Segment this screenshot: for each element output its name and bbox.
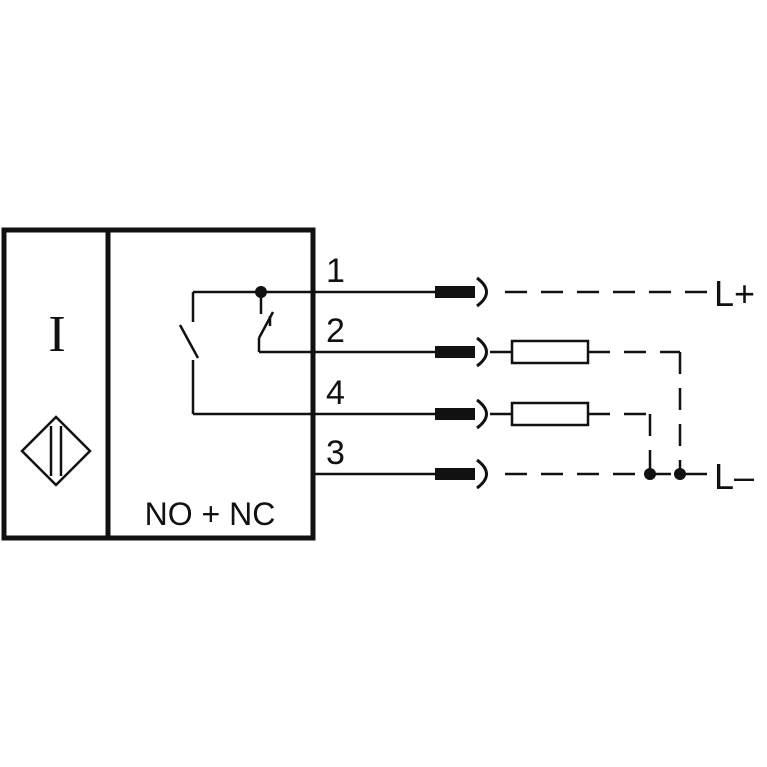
- external-wires: [313, 290, 435, 476]
- junction-dot: [674, 468, 686, 480]
- junction-dot: [255, 286, 267, 298]
- supply-wiring: [505, 290, 708, 476]
- pin-label: 1: [326, 252, 345, 290]
- pin-label: 2: [326, 312, 345, 350]
- load-resistor-2: [510, 339, 590, 365]
- load-resistor-4: [510, 401, 590, 427]
- junction-dot: [644, 468, 656, 480]
- output-type-label: NO + NC: [145, 496, 276, 532]
- sensor-housing: [1, 227, 316, 541]
- pin-label: 3: [326, 434, 345, 472]
- supply-positive-label: L+: [714, 273, 755, 314]
- pin-label: 4: [326, 374, 345, 412]
- switch-circuit: [178, 290, 313, 416]
- connector-plugs: [435, 276, 488, 490]
- inductive-sensor-icon: [20, 415, 92, 487]
- sensor-symbol-letter: I: [48, 306, 65, 363]
- supply-negative-label: L–: [714, 456, 754, 497]
